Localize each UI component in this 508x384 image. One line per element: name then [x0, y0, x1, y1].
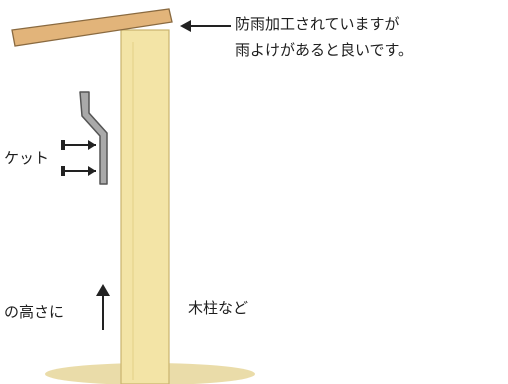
roof-note-line2: 雨よけがあると良いです。: [235, 41, 414, 59]
roof-note-line1: 防雨加工されていますが: [235, 15, 400, 33]
metal-bracket: [79, 91, 108, 185]
wooden-post: [120, 29, 170, 384]
height-note: の高さに: [4, 303, 65, 321]
bracket-note: ケット: [4, 149, 50, 167]
rain-cover-board: [11, 8, 173, 47]
screw-arrow-icon: [61, 166, 96, 176]
height-up-arrow-icon: [96, 284, 110, 330]
screw-arrow-icon: [61, 140, 96, 150]
roof-arrow-icon: [180, 20, 231, 32]
post-label: 木柱など: [188, 299, 249, 317]
